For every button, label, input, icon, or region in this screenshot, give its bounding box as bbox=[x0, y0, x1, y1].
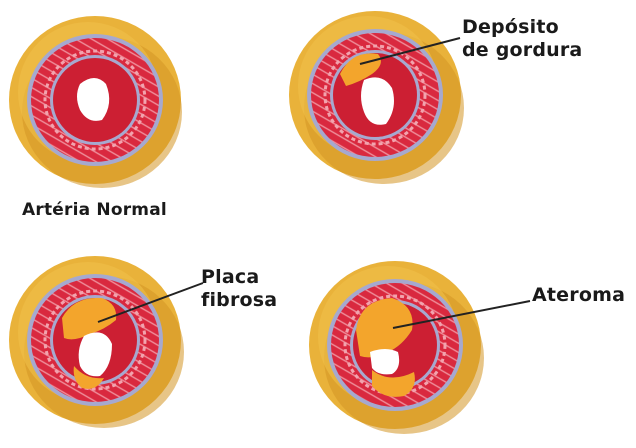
label-fibrous-plaque: Placa fibrosa bbox=[201, 266, 277, 312]
label-fat-deposit-line2: de gordura bbox=[462, 39, 582, 62]
normal-artery bbox=[9, 16, 182, 188]
label-normal-artery: Artéria Normal bbox=[22, 199, 167, 222]
label-fat-deposit-line1: Depósito bbox=[462, 16, 582, 39]
label-fibrous-plaque-line1: Placa bbox=[201, 266, 277, 289]
atheroma-artery bbox=[309, 261, 484, 434]
label-fat-deposit: Depósito de gordura bbox=[462, 16, 582, 62]
label-fibrous-plaque-line2: fibrosa bbox=[201, 289, 277, 312]
fat-deposit-artery bbox=[289, 11, 464, 184]
fibrous-plaque-artery bbox=[9, 256, 184, 428]
label-atheroma: Ateroma bbox=[532, 284, 625, 307]
